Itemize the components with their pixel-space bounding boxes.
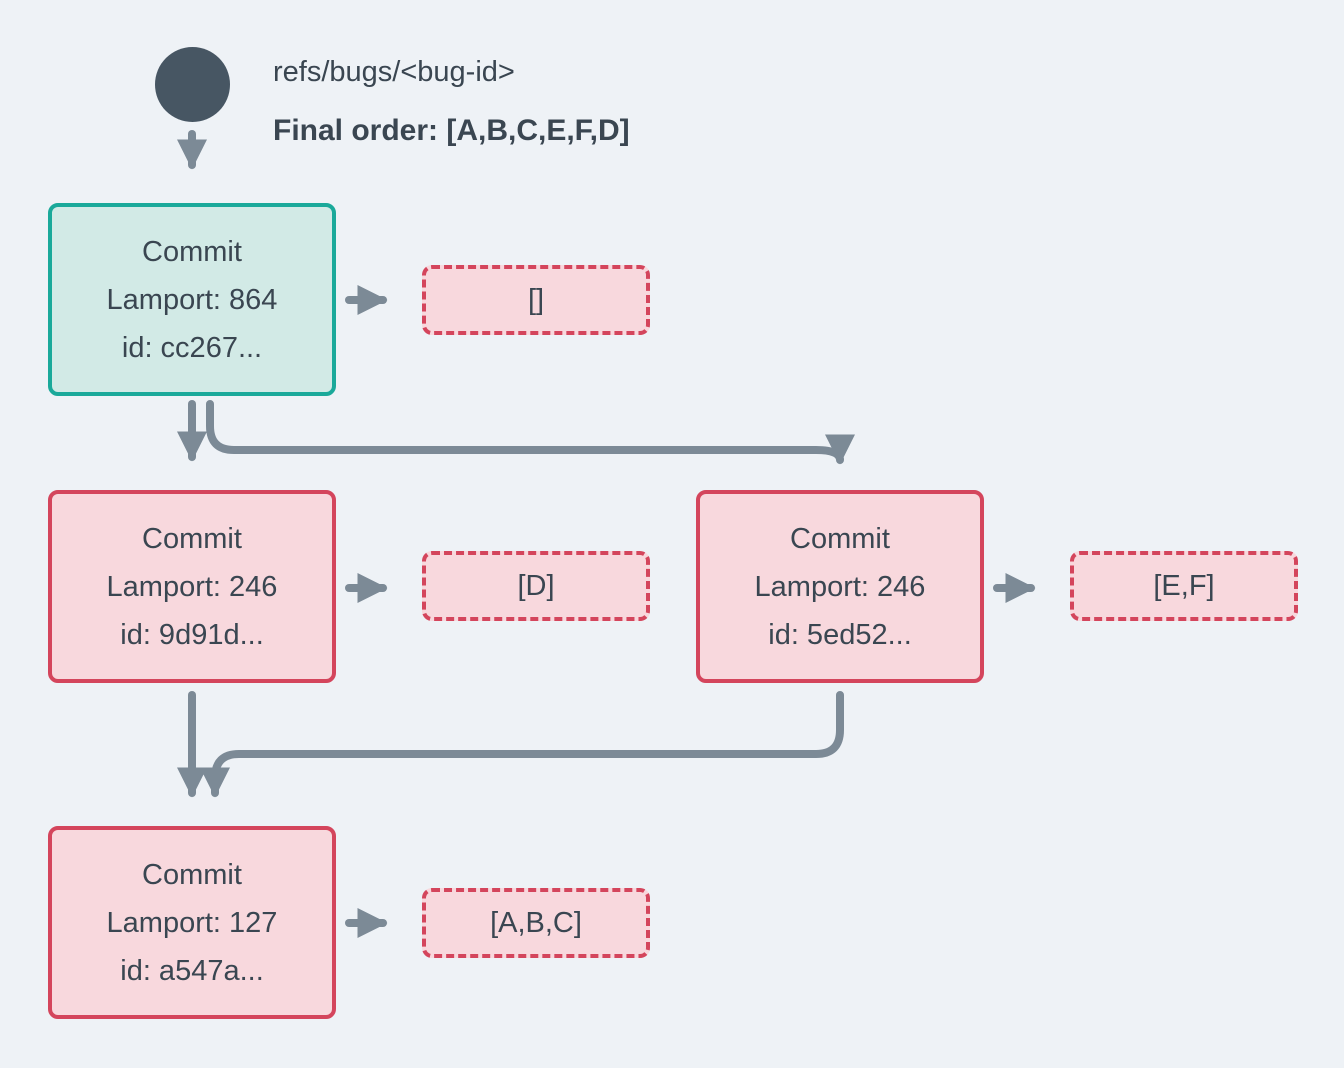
ops-node-head: [] <box>422 265 650 335</box>
commit-title: Commit <box>142 522 242 555</box>
commit-node-bottom: Commit Lamport: 127 id: a547a... <box>48 826 336 1019</box>
final-order-label: Final order: [A,B,C,E,F,D] <box>273 114 630 147</box>
ops-node-bottom: [A,B,C] <box>422 888 650 958</box>
commit-node-left: Commit Lamport: 246 id: 9d91d... <box>48 490 336 683</box>
branch-ref-label: refs/bugs/<bug-id> <box>273 56 515 88</box>
commit-node-head: Commit Lamport: 864 id: cc267... <box>48 203 336 396</box>
commit-id: id: cc267... <box>121 331 263 364</box>
commit-lamport: Lamport: 864 <box>106 283 278 316</box>
commit-lamport: Lamport: 127 <box>106 906 278 939</box>
branch-ref-node-icon <box>155 47 230 122</box>
commit-id: id: a547a... <box>120 954 264 987</box>
commit-lamport: Lamport: 246 <box>106 570 278 603</box>
commit-title: Commit <box>790 522 890 555</box>
ops-node-left: [D] <box>422 551 650 621</box>
commit-node-right: Commit Lamport: 246 id: 5ed52... <box>696 490 984 683</box>
commit-title: Commit <box>142 235 242 268</box>
commit-id: id: 5ed52... <box>768 618 912 651</box>
commit-id: id: 9d91d... <box>120 618 264 651</box>
ops-node-right: [E,F] <box>1070 551 1298 621</box>
edge-head-to-right <box>206 400 855 465</box>
commit-title: Commit <box>142 858 242 891</box>
commit-lamport: Lamport: 246 <box>754 570 926 603</box>
edge-right-to-bottom <box>200 691 844 798</box>
